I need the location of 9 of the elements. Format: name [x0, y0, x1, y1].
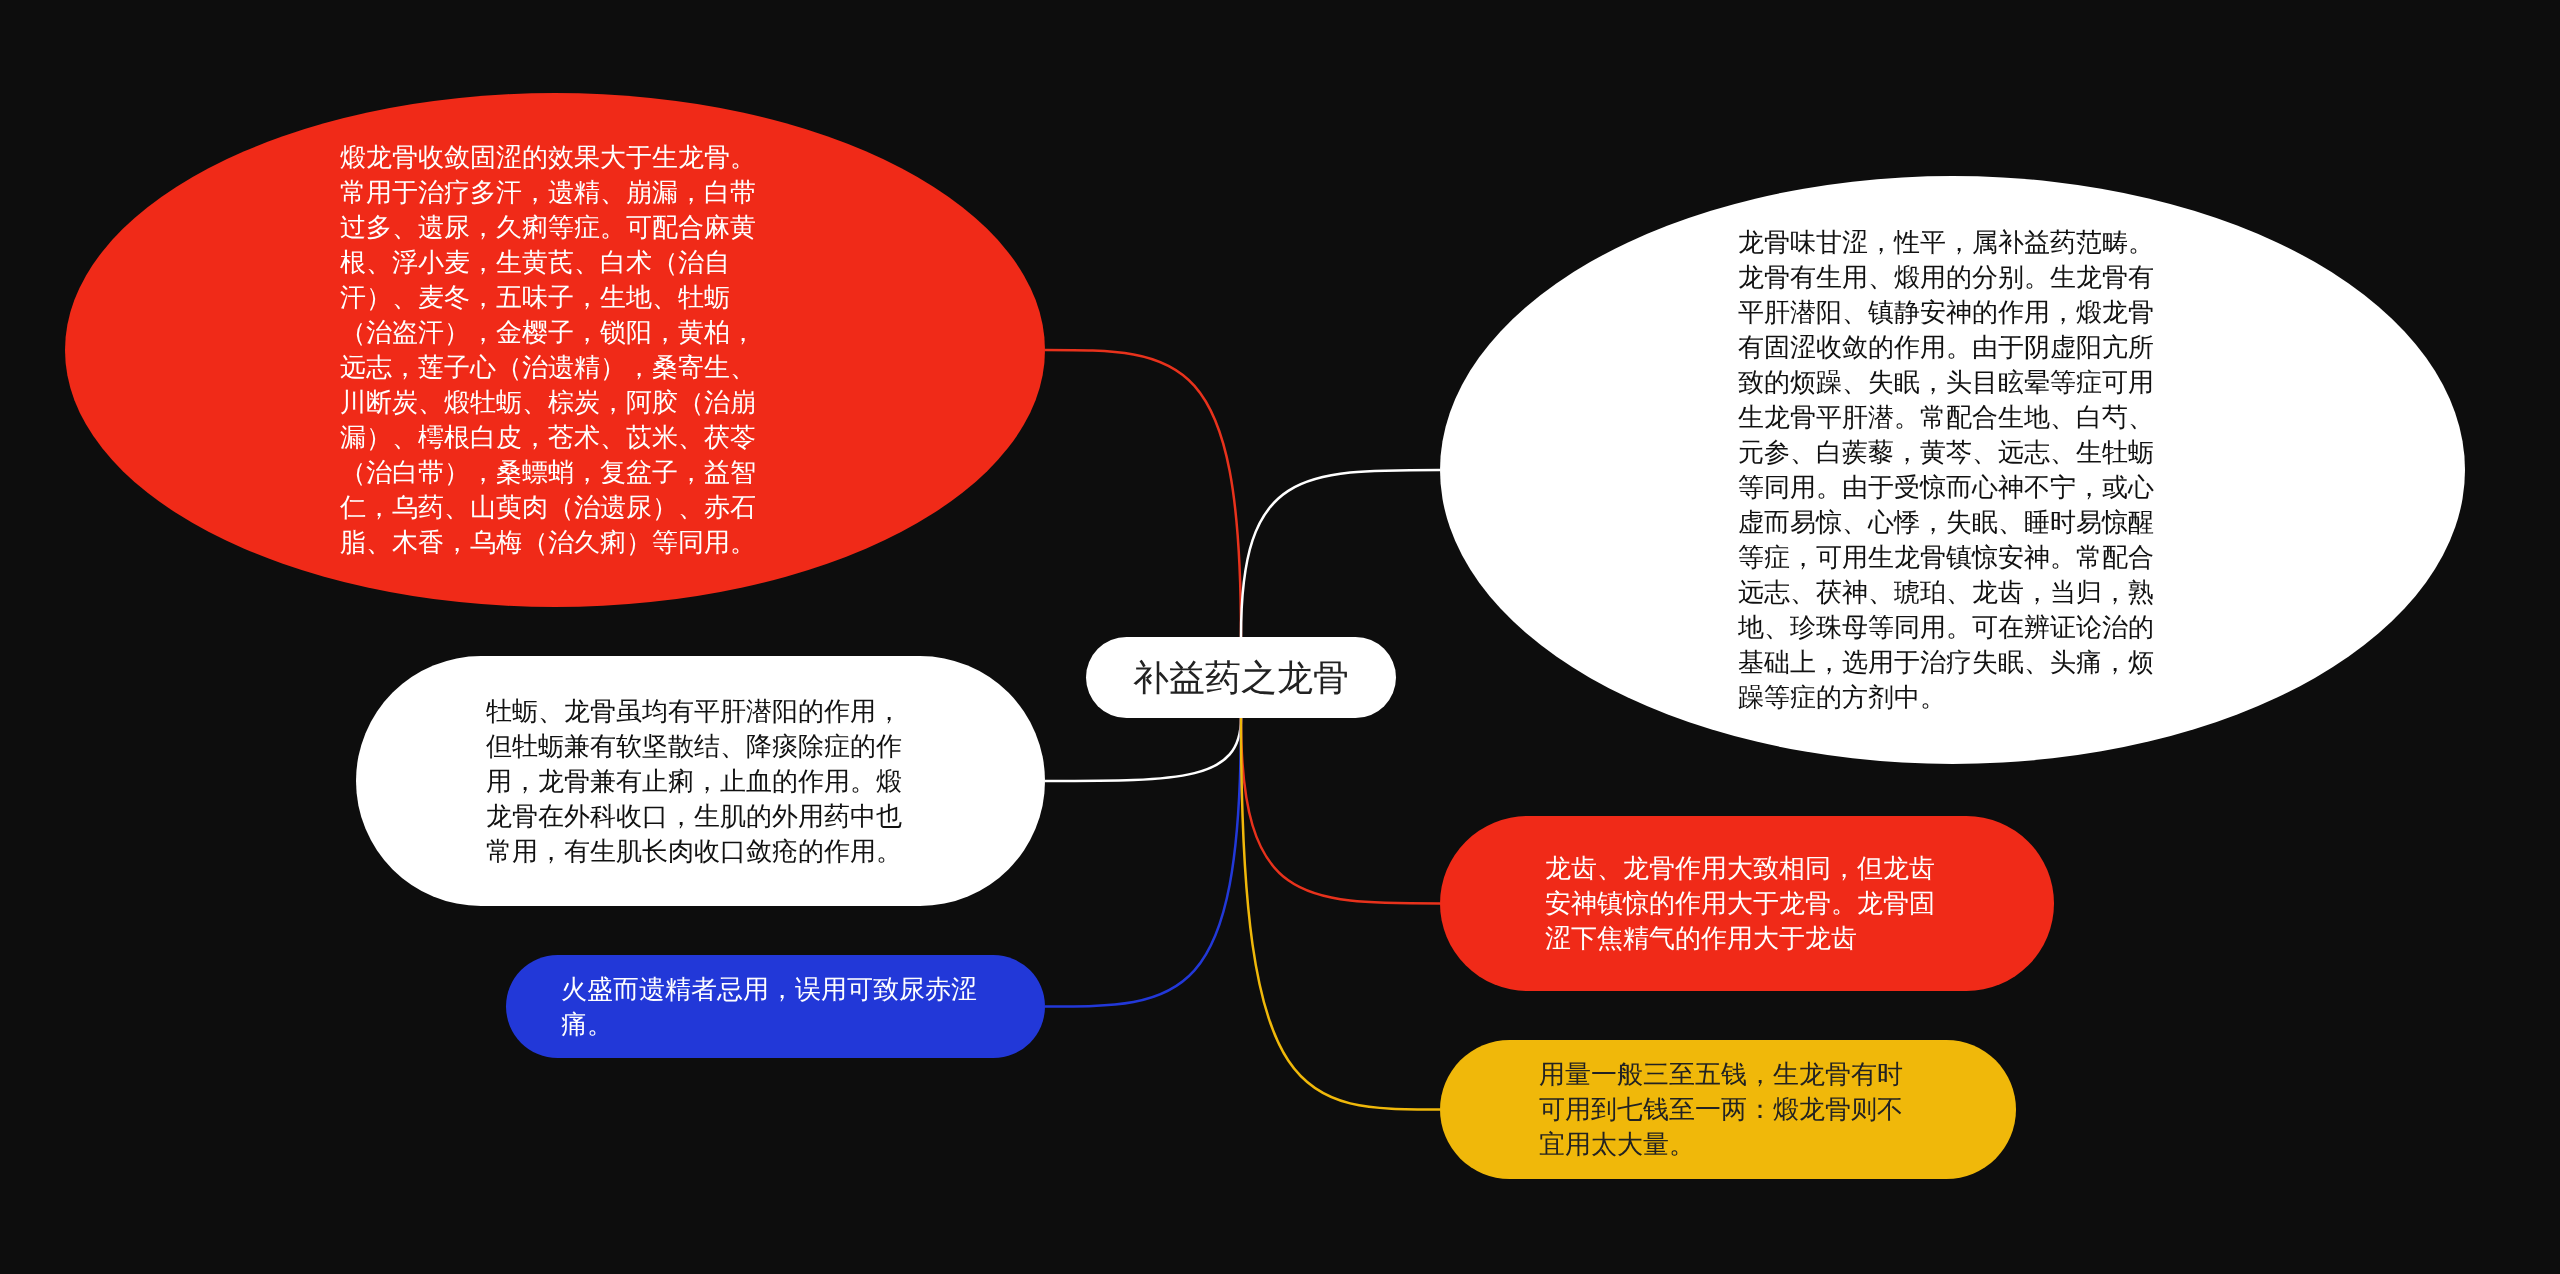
topic-text: 龙齿、龙骨作用大致相同，但龙齿安神镇惊的作用大于龙骨。龙骨固涩下焦精气的作用大于龙齿 [1545, 852, 1936, 955]
topic-text: 龙骨味甘涩，性平，属补益药范畴。龙骨有生用、煅用的分别。生龙骨有平肝潜阳、镇静安神的作用，煅龙骨有固涩收敛的作用。由于阴虚阳亢所致的烦躁、失眠，头目眩晕等症可用生龙骨平肝潜。常配合生地、白芍、元参、白蒺藜，黄芩、远志、生牡蛎等同用。由于受惊而心神不宁，或心虚而易惊、心悸，失眠、睡时易惊醒等症，可用生龙骨镇惊安神。常配合远志、茯神、琥珀、龙齿，当归，熟地、珍珠母等同用。可在辨证论治的基础上，选用于治疗失眠、头痛，烦躁等症的方剂中。 [1737, 226, 2155, 714]
topic-text: 补益药之龙骨 [1132, 655, 1350, 700]
topic-text: 用量一般三至五钱，生龙骨有时可用到七钱至一两：煅龙骨则不宜用太大量。 [1539, 1058, 1904, 1161]
topic-text: 火盛而遗精者忌用，误用可致尿赤涩痛。 [560, 972, 978, 1041]
topic-text: 牡蛎、龙骨虽均有平肝潜阳的作用，但牡蛎兼有软坚散结、降痰除症的作用，龙骨兼有止痢，止血的作用。煅龙骨在外科收口，生肌的外用药中也常用，有生肌长肉收口敛疮的作用。 [485, 694, 903, 868]
topic-text: 煅龙骨收敛固涩的效果大于生龙骨。常用于治疗多汗，遗精、崩漏，白带过多、遗尿，久痢等症。可配合麻黄根、浮小麦，生黄芪、白术（治自汗）、麦冬，五味子，生地、牡蛎（治盗汗），金樱子，锁阳，黄柏，远志，莲子心（治遗精），桑寄生、川断炭、煅牡蛎、棕炭，阿胶（治崩漏）、樗根白皮，苍术、苡米、茯苓（治白带），桑螵蛸，复盆子，益智仁，乌药、山萸肉（治遗尿）、赤石脂、木香，乌梅（治久痢）等同用。 [340, 141, 757, 559]
connector [1239, 468, 1440, 638]
connector [1239, 718, 1440, 1111]
